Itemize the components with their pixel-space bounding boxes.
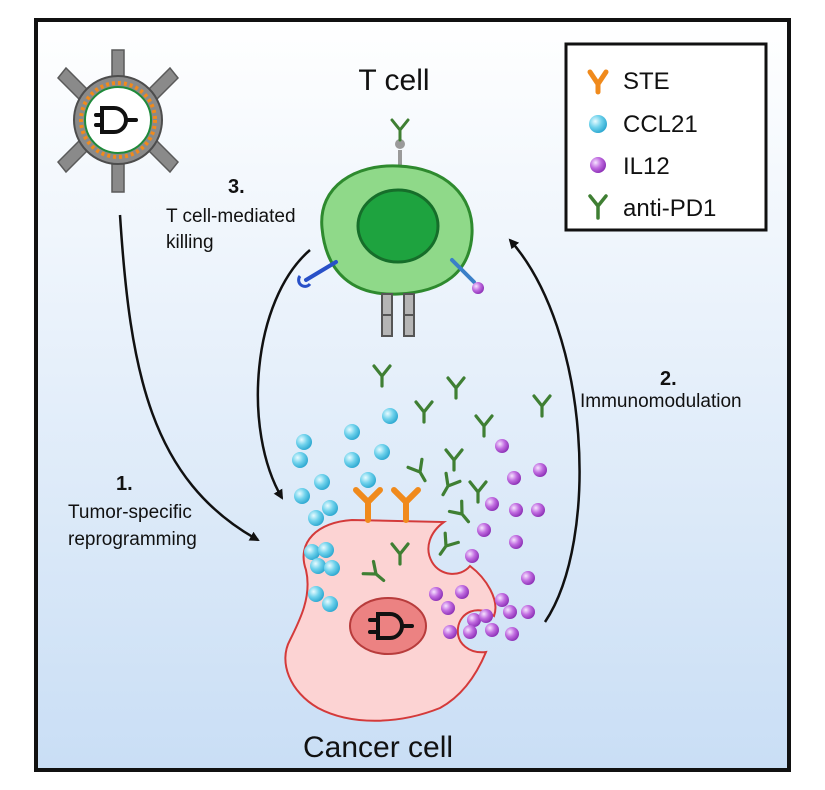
viral-vector-icon [56,49,180,193]
cancer-cell-title: Cancer cell [303,731,453,764]
arrows [118,214,581,623]
arrow-t-cell-killing [256,249,311,500]
legend-label-il12: IL12 [623,153,670,180]
il12-icon [590,157,606,173]
step1-line1: Tumor-specific [68,502,192,523]
legend-label-anti-pd1: anti-PD1 [623,195,716,222]
legend-label-ste: STE [623,68,670,95]
t-cell-nucleus [356,188,440,264]
step2-number: 2. [660,368,677,390]
cancer-cell-nucleus [349,597,427,655]
step3-number: 3. [228,176,245,198]
t-cell [297,118,484,337]
legend: STE CCL21 IL12 anti-PD1 [564,42,768,232]
step1-line2: reprogramming [68,529,197,550]
gene-circuit-icon [368,612,414,640]
anti-pd1-icon [588,194,608,220]
legend-label-ccl21: CCL21 [623,111,698,138]
ste-icon [587,69,609,95]
step1-number: 1. [116,473,133,495]
step3-line2: killing [166,232,214,253]
arrow-immunomodulation [508,238,581,623]
arrow-tumor-reprogramming [118,214,260,542]
ste-on-cancer-icon [353,487,421,523]
step2-line1: Immunomodulation [580,391,742,412]
ccl21-molecules [292,408,398,612]
il12-molecules [429,439,547,641]
t-cell-antibody-icon [390,118,410,142]
ccl21-icon [589,115,607,133]
step3-line1: T cell-mediated [166,206,296,227]
t-cell-title: T cell [358,64,429,97]
